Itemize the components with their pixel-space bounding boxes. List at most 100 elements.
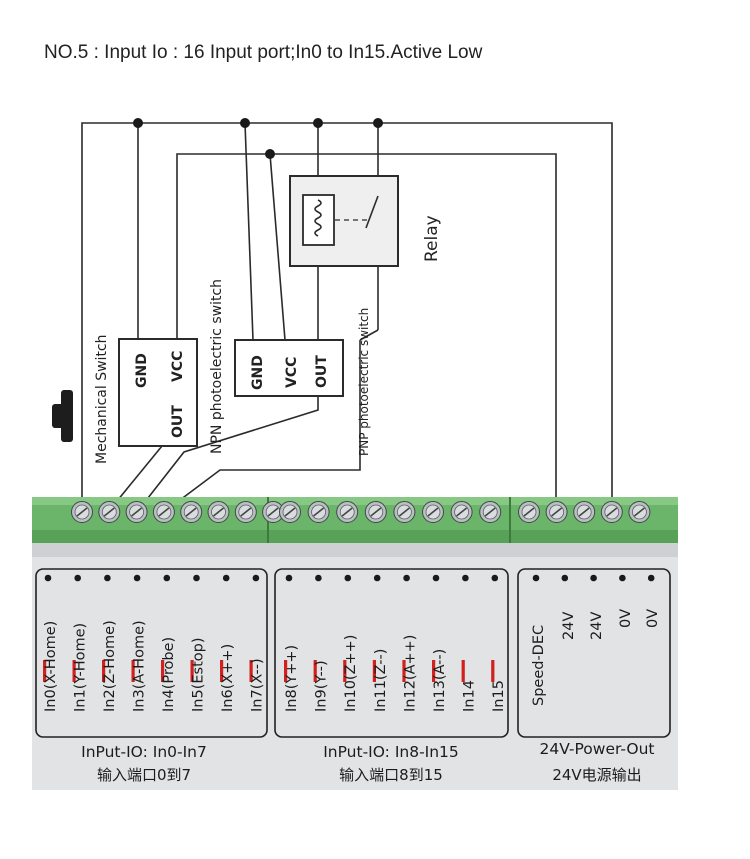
port-dot — [252, 574, 260, 582]
red-marker — [313, 660, 317, 682]
port-dot — [561, 574, 569, 582]
port-label: 0V — [618, 609, 634, 628]
port-dot — [133, 574, 141, 582]
port-label-item: In4(Probe) — [161, 637, 177, 712]
terminal-screw — [573, 501, 596, 523]
npn-switch-box — [118, 338, 198, 447]
port-dot — [373, 574, 381, 582]
port-label-item: In10(Z++) — [343, 635, 359, 712]
port-label: 0V — [645, 609, 661, 628]
group1-title-cn: 输入端口0到7 — [97, 766, 191, 784]
terminal-strip-highlight — [32, 497, 678, 505]
panel-frame-power — [517, 568, 671, 738]
port-label-item: 0V — [618, 609, 634, 628]
junction-dots — [133, 118, 383, 159]
terminal-strip-shadow — [32, 530, 678, 543]
port-label-item: In0(X-Home) — [43, 621, 59, 712]
junction-dot — [313, 118, 323, 128]
port-dot — [462, 574, 469, 582]
npn-switch-label: NPN photoelectric switch — [209, 279, 225, 454]
relay-label: Relay — [422, 215, 442, 262]
wire-pnp-out — [136, 396, 319, 513]
junction-dot — [373, 118, 383, 128]
npn-vcc-label: VCC — [170, 351, 186, 382]
port-dot — [491, 574, 499, 582]
port-label: Speed-DEC — [531, 625, 547, 706]
pnp-out-label: OUT — [314, 355, 330, 388]
terminal-screw — [518, 501, 540, 523]
port-label-item: In15 — [491, 660, 507, 712]
port-label: In0(X-Home) — [43, 621, 59, 712]
npn-gnd-label: GND — [134, 353, 150, 388]
terminal-screw — [393, 501, 416, 523]
red-marker — [343, 660, 347, 682]
terminal-screw — [336, 501, 359, 523]
mechanical-switch: Mechanical Switch — [52, 334, 110, 464]
port-dot — [74, 574, 81, 582]
port-label: In14 — [462, 680, 478, 712]
pnp-switch: GND VCC OUT PNP photoelectric switch — [234, 308, 371, 456]
terminal-screw — [600, 501, 623, 523]
port-label-item: In1(Y-Home) — [72, 623, 89, 712]
relay-coil-box — [302, 194, 335, 246]
port-dot — [104, 574, 111, 582]
terminal-screw — [262, 501, 285, 523]
panel-frame-inputs-8-15 — [274, 568, 509, 738]
relay: Relay — [289, 175, 442, 267]
terminal-screw — [422, 501, 444, 523]
board-face — [32, 543, 678, 790]
panel-frame-inputs-0-7 — [35, 568, 268, 738]
port-label-item: In12(A++) — [402, 635, 418, 712]
port-dot — [403, 574, 410, 582]
port-label-item: 24V — [561, 612, 577, 640]
port-label: In10(Z++) — [343, 635, 359, 712]
mechanical-switch-label: Mechanical Switch — [94, 334, 110, 464]
red-marker — [220, 660, 224, 682]
terminal-screw — [152, 501, 175, 523]
terminal-strip — [32, 497, 678, 543]
group1-title: InPut-IO: In0-In7 — [81, 743, 207, 761]
terminal-screw — [207, 501, 230, 523]
terminal-screw — [125, 501, 148, 523]
port-label: 24V — [561, 612, 577, 640]
port-label: In1(Y-Home) — [73, 623, 89, 712]
port-label-item: 24V — [589, 612, 605, 640]
port-label-item: In6(X++) — [220, 644, 236, 712]
wire-pnp-gnd — [244, 122, 254, 341]
wire-pnp-vcc — [269, 153, 286, 341]
port-label: 24V — [589, 612, 605, 640]
group3-title-cn: 24V电源输出 — [552, 766, 641, 784]
red-marker — [102, 660, 106, 682]
red-marker — [284, 660, 288, 682]
port-dot — [163, 574, 171, 582]
port-label-item: In5(Estop) — [190, 638, 207, 712]
port-label: In11(Z--) — [373, 649, 389, 712]
wire-second-bus — [176, 153, 557, 500]
red-marker — [372, 660, 376, 682]
red-marker — [402, 660, 406, 682]
group2-title: InPut-IO: In8-In15 — [323, 743, 459, 761]
wire-relay-out — [163, 340, 361, 513]
pnp-gnd-label: GND — [250, 355, 266, 390]
port-label-item: Speed-DEC — [531, 625, 547, 706]
port-labels: In0(X-Home)In1(Y-Home)In2(Z-Home)In3(A-H… — [43, 609, 661, 712]
group3-title: 24V-Power-Out — [539, 740, 654, 758]
red-marker — [190, 660, 194, 682]
port-dot — [44, 574, 52, 582]
port-label: In12(A++) — [402, 635, 418, 712]
port-dot — [222, 574, 230, 582]
port-label: In6(X++) — [220, 644, 236, 712]
terminal-screw — [180, 501, 203, 523]
terminal-screw — [450, 501, 473, 523]
red-marker — [491, 660, 495, 682]
port-label-item: In7(X--) — [249, 658, 266, 712]
terminal-screw — [279, 501, 301, 523]
port-label: In4(Probe) — [161, 637, 177, 712]
terminal-screw — [71, 501, 93, 523]
port-label-item: In13(A--) — [432, 649, 448, 712]
mechanical-switch-button — [52, 404, 64, 428]
port-dot — [647, 574, 655, 582]
junction-dot — [133, 118, 143, 128]
red-marker — [131, 660, 135, 682]
